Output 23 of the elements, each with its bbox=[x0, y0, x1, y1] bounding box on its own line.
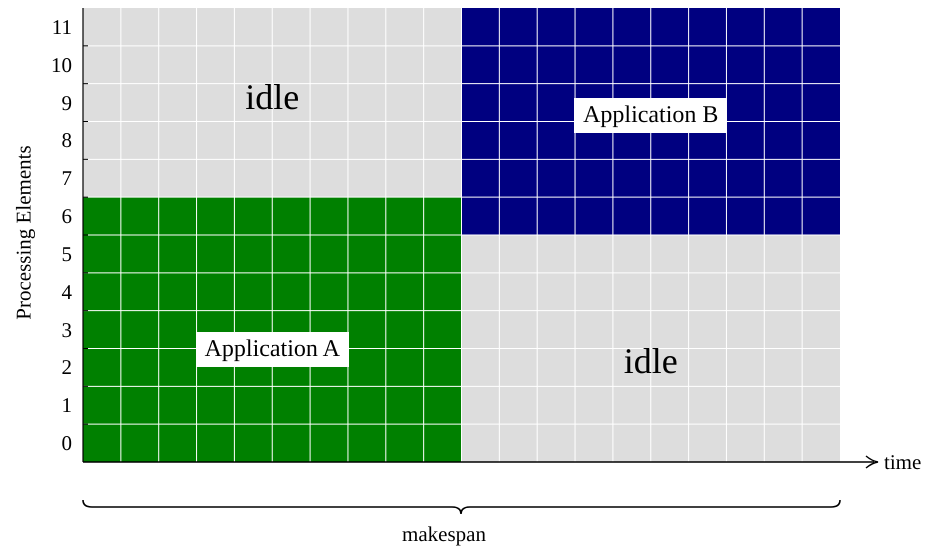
tick-label: 3 bbox=[60, 318, 72, 341]
tick-label: 10 bbox=[50, 54, 72, 76]
tick-label: 0 bbox=[60, 432, 72, 454]
schedule-region bbox=[83, 197, 462, 462]
tick-label: 1 bbox=[60, 394, 72, 416]
region-label: idle bbox=[245, 76, 300, 118]
brace-label: makespan bbox=[402, 522, 486, 547]
tick-label: 5 bbox=[60, 242, 72, 265]
tick-label: 11 bbox=[50, 16, 72, 38]
tick-label: 4 bbox=[60, 280, 72, 303]
tick-label: 6 bbox=[60, 205, 72, 228]
tick-label: 9 bbox=[60, 92, 72, 114]
tick-label: 8 bbox=[60, 129, 72, 152]
tick-label: 7 bbox=[60, 167, 72, 190]
region-label: Application A bbox=[196, 332, 349, 368]
schedule-region bbox=[462, 8, 840, 235]
schedule-region bbox=[462, 235, 840, 462]
region-label: Application B bbox=[574, 98, 728, 133]
schedule-region bbox=[83, 8, 462, 198]
tick-label: 2 bbox=[60, 356, 72, 378]
axis-title: time bbox=[884, 450, 922, 475]
axis-title: Processing Elements bbox=[12, 144, 36, 322]
region-label: idle bbox=[624, 340, 678, 382]
